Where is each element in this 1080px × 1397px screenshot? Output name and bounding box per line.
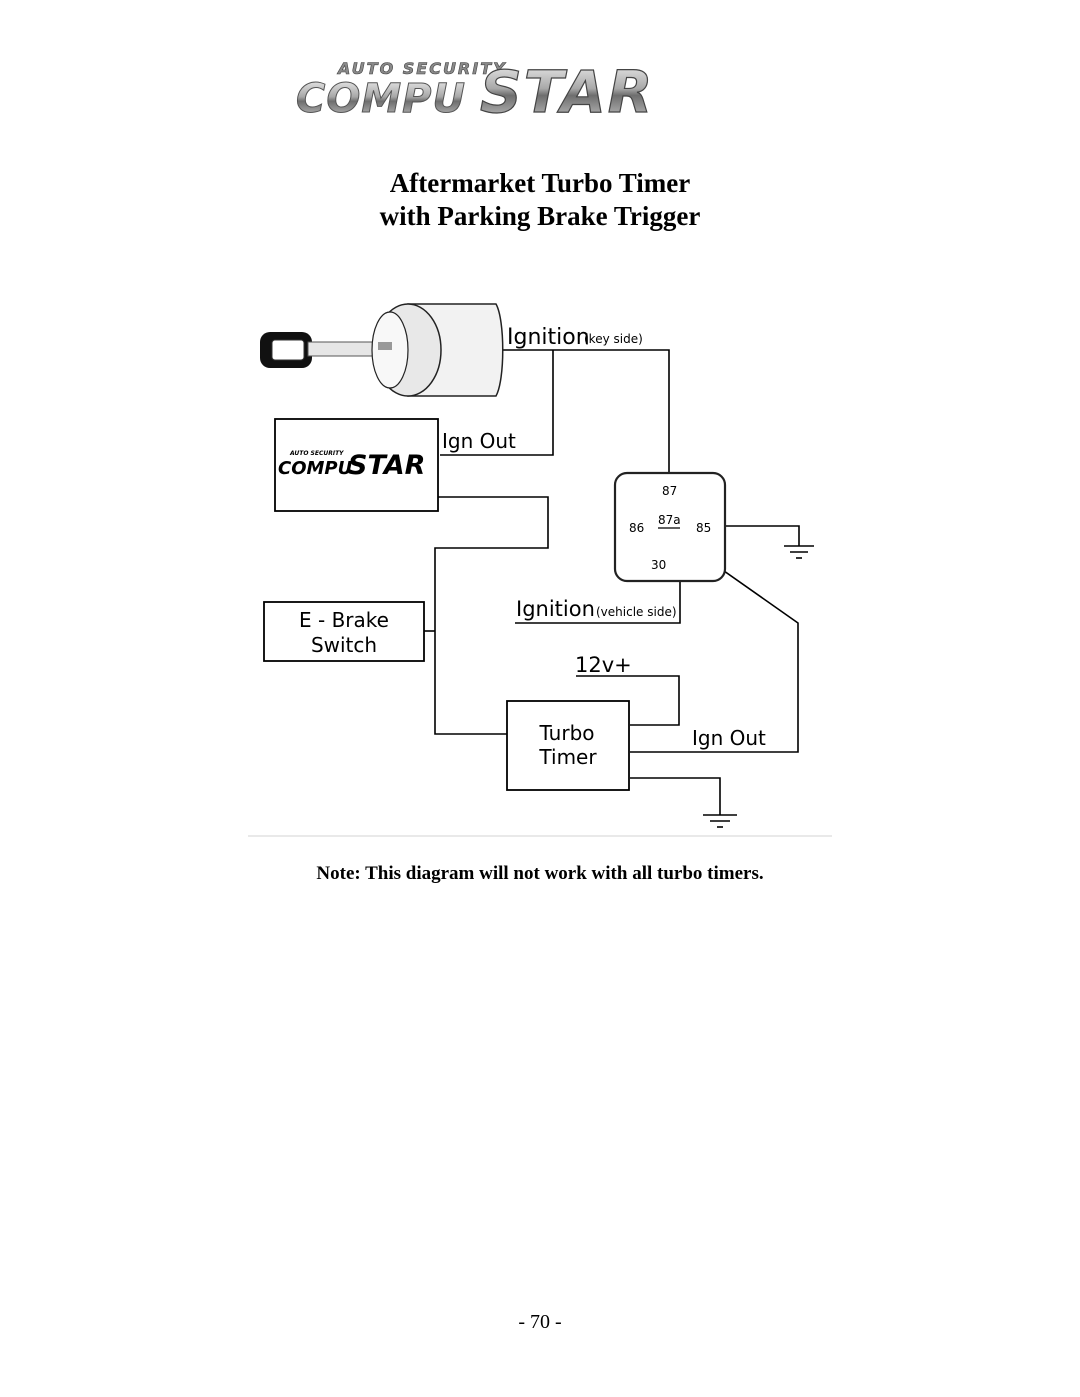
module-brand-right: STAR	[348, 450, 425, 481]
ignition-key-sub: (key side)	[584, 332, 643, 346]
module-tagline: AUTO SECURITY	[289, 450, 344, 457]
wiring-diagram: Ignition (key side) AUTO SECURITY COMPU …	[248, 303, 832, 837]
page-title-line2: with Parking Brake Trigger	[379, 201, 701, 231]
relay-85-label: 85	[696, 521, 711, 535]
ign-out-bottom-label: Ign Out	[692, 726, 766, 750]
relay-87a-label: 87a	[658, 513, 681, 527]
wire-85-to-ground	[702, 525, 800, 546]
wire-12v	[576, 675, 680, 726]
ebrake-switch	[263, 601, 425, 662]
wire-ignition-key-to-87	[497, 349, 670, 473]
ignition-cylinder-icon	[371, 303, 504, 397]
turbo-line1: Turbo	[538, 721, 594, 745]
ign-out-top-label: Ign Out	[442, 429, 516, 453]
page-title-line1: Aftermarket Turbo Timer	[389, 168, 691, 198]
power-12v-label: 12v+	[575, 653, 632, 677]
relay-87-label: 87	[662, 484, 677, 498]
compustar-module	[274, 418, 439, 512]
compustar-logo: AUTO SECURITY COMPU STAR	[296, 57, 654, 125]
logo-brand-right: STAR	[480, 58, 654, 125]
module-brand-left: COMPU	[278, 458, 353, 479]
ignition-vehicle-sub: (vehicle side)	[596, 605, 677, 619]
diagram-note: Note: This diagram will not work with al…	[316, 863, 764, 884]
turbo-line2: Timer	[538, 745, 597, 769]
ground-icon	[703, 814, 737, 828]
ignition-key-icon	[260, 332, 391, 368]
page-number: - 70 -	[518, 1311, 562, 1333]
relay-30-label: 30	[651, 558, 666, 572]
ground-icon	[784, 545, 814, 559]
logo-brand-left: COMPU	[296, 76, 466, 122]
wire-ignition-to-ign-out	[440, 350, 554, 456]
turbo-timer	[506, 700, 630, 791]
wire-87a-to-turbo-ign-out	[630, 532, 799, 753]
ignition-key-label: Ignition	[507, 325, 590, 350]
ignition-vehicle-label: Ignition	[516, 597, 595, 621]
wire-30-to-ignition-vehicle	[515, 566, 681, 624]
relay	[613, 471, 727, 583]
wire-turbo-ground	[630, 777, 721, 815]
ebrake-line2: Switch	[311, 633, 377, 657]
ebrake-line1: E - Brake	[299, 608, 389, 632]
wire-compustar-to-turbo	[434, 496, 549, 735]
logo-tagline: AUTO SECURITY	[336, 59, 507, 78]
relay-86-label: 86	[629, 521, 644, 535]
